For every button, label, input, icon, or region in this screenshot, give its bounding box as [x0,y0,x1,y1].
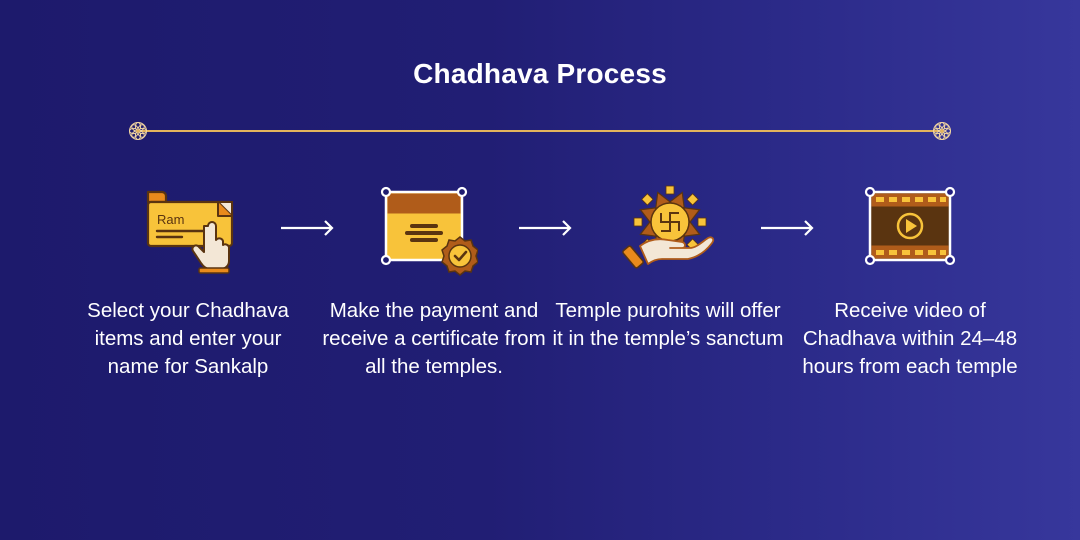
video-film-icon [864,186,956,266]
arrow-right-icon [519,220,572,236]
step-4-description: Receive video of Chadhava within 24–48 h… [802,299,1018,378]
divider-line [140,130,940,132]
mandala-flower-icon [933,122,951,140]
svg-text:Ram: Ram [157,212,184,227]
mandala-flower-icon [129,122,147,140]
step-2-description: Make the payment and receive a certifica… [322,299,546,378]
step-3-description: Temple purohits will offer it in the tem… [552,299,784,350]
payment-certificate-icon [380,186,478,276]
title-divider [128,121,952,141]
arrow-right-icon [281,220,334,236]
arrow-right-icon [761,220,814,236]
step-1-description: Select your Chadhava items and enter you… [87,299,289,378]
page-title: Chadhava Process [413,58,667,89]
name-card-tap-icon: Ram [146,190,234,274]
offering-hand-swastika-icon [622,185,715,269]
